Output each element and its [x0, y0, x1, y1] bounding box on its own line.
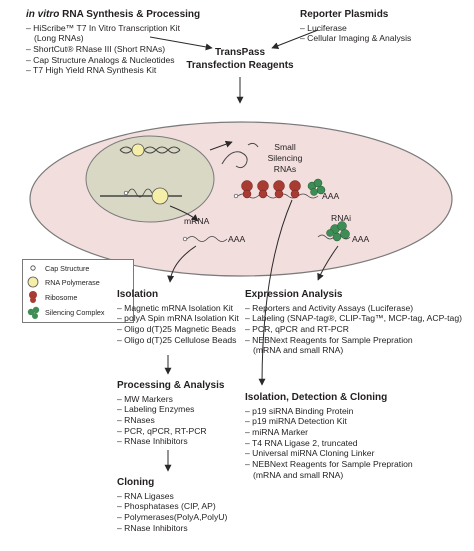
- in-vitro-item-note: (Long RNAs): [34, 33, 84, 44]
- transcribing-polymerase: [151, 187, 169, 205]
- silencing-complex-on-mrna: [307, 178, 326, 196]
- idc-item: NEBNext Reagents for Sample Prepration: [245, 459, 413, 470]
- legend: Cap Structure RNA Polymerase Ribosome Si…: [22, 259, 134, 323]
- cloning-item: RNase Inhibitors: [117, 523, 227, 534]
- idc-item-note: (mRNA and small RNA): [253, 469, 344, 480]
- idc-item: T4 RNA Ligase 2, truncated: [245, 438, 413, 449]
- nucleus: [85, 135, 215, 223]
- expression-item: Reporters and Activity Assays (Luciferas…: [245, 303, 462, 314]
- isolation-item: Magnetic mRNA Isolation Kit: [117, 303, 239, 314]
- mrna-label: mRNA: [184, 216, 210, 226]
- cloning-title: Cloning: [117, 477, 155, 488]
- small-rnas-label-2: Silencing: [268, 153, 303, 163]
- legend-item-silencing: Silencing Complex: [45, 308, 105, 317]
- reporter-item: Cellular Imaging & Analysis: [300, 33, 411, 44]
- processing-item: RNases: [117, 415, 224, 426]
- isolation-title: Isolation: [117, 289, 159, 300]
- expression-item: NEBNext Reagents for Sample Prepration: [245, 335, 462, 346]
- isolation-item: Oligo d(T)25 Magnetic Beads: [117, 324, 239, 335]
- cloning-item: Phosphatases (CIP, AP): [117, 501, 227, 512]
- cytoplasmic-mrna: [186, 236, 228, 242]
- small-rnas-label-3: RNAs: [274, 164, 296, 174]
- in-vitro-item: HiScribe™ T7 In Vitro Transcription Kit: [26, 23, 200, 34]
- expression-title: Expression Analysis: [245, 289, 343, 300]
- nascent-rna: [127, 188, 153, 198]
- arrow-nucleus-to-mrna: [169, 205, 199, 222]
- polymerase-icon: [27, 276, 39, 288]
- expression-item: PCR, qPCR and RT-PCR: [245, 324, 462, 335]
- idc-item: p19 siRNA Binding Protein: [245, 406, 413, 417]
- legend-item-polymerase: RNA Polymerase: [45, 278, 100, 287]
- expression-item-note: (mRNA and small RNA): [253, 345, 344, 356]
- polya-label-3: AAA: [352, 234, 369, 244]
- rnai-silencing-complex: [326, 221, 350, 242]
- dna-helix: [119, 146, 181, 154]
- processing-item: PCR, qPCR, RT-PCR: [117, 426, 224, 437]
- processing-item: RNase Inhibitors: [117, 436, 224, 447]
- transpass-title-2: Transfection Reagents: [186, 59, 294, 71]
- cloning-section: Cloning RNA Ligases Phosphatases (CIP, A…: [117, 477, 227, 533]
- arrow-to-idc: [258, 199, 293, 386]
- idc-item: miRNA Marker: [245, 427, 413, 438]
- idc-title: Isolation, Detection & Cloning: [245, 392, 388, 403]
- ribosome-icon: [29, 291, 37, 303]
- isolation-section: Isolation Magnetic mRNA Isolation Kit po…: [117, 289, 239, 345]
- in-vitro-title: in vitro RNA Synthesis & Processing: [26, 9, 201, 20]
- idc-item: p19 miRNA Detection Kit: [245, 416, 413, 427]
- reporter-title: Reporter Plasmids: [300, 9, 389, 20]
- transpass-section: TransPass Transfection Reagents: [180, 47, 300, 72]
- polya-label-1: AAA: [322, 191, 339, 201]
- in-vitro-section: in vitro RNA Synthesis & Processing HiSc…: [26, 9, 200, 76]
- transpass-title-1: TransPass: [214, 47, 266, 58]
- arrow-invitro-to-transpass: [149, 36, 213, 51]
- arrow-to-expression: [317, 245, 339, 281]
- in-vitro-item: Cap Structure Analogs & Nucleotides: [26, 55, 200, 66]
- processing-title: Processing & Analysis: [117, 380, 225, 391]
- cap-icon: [30, 265, 36, 271]
- isolation-item: polyA Spin mRNA Isolation Kit: [117, 313, 239, 324]
- arrow-to-isolation: [167, 245, 197, 283]
- in-vitro-item: ShortCut® RNase III (Short RNAs): [26, 44, 200, 55]
- polya-label-2: AAA: [228, 234, 245, 244]
- processing-item: Labeling Enzymes: [117, 404, 224, 415]
- cloning-item: Polymerases(PolyA,PolyU): [117, 512, 227, 523]
- legend-item-cap: Cap Structure: [45, 264, 90, 273]
- hairpin-rna: [221, 151, 248, 169]
- silencing-complex-icon: [27, 306, 40, 319]
- cloning-item: RNA Ligases: [117, 491, 227, 502]
- reporter-item: Luciferase: [300, 23, 411, 34]
- small-rnas-label-1: Small: [274, 142, 296, 152]
- nuclear-polymerase: [131, 143, 145, 157]
- processing-item: MW Markers: [117, 394, 224, 405]
- processing-section: Processing & Analysis MW Markers Labelin…: [117, 380, 224, 447]
- expression-item: Labeling (SNAP-tag®, CLIP-Tag™, MCP-tag,…: [245, 313, 462, 324]
- rnai-label: RNAi: [331, 213, 351, 223]
- in-vitro-item: T7 High Yield RNA Synthesis Kit: [26, 65, 200, 76]
- legend-item-ribosome: Ribosome: [45, 293, 78, 302]
- ribosomes: [241, 180, 301, 199]
- expression-section: Expression Analysis Reporters and Activi…: [245, 289, 462, 356]
- idc-item: Universal miRNA Cloning Linker: [245, 448, 413, 459]
- reporter-section: Reporter Plasmids Luciferase Cellular Im…: [300, 9, 411, 44]
- idc-section: Isolation, Detection & Cloning p19 siRNA…: [245, 392, 413, 481]
- isolation-item: Oligo d(T)25 Cellulose Beads: [117, 335, 239, 346]
